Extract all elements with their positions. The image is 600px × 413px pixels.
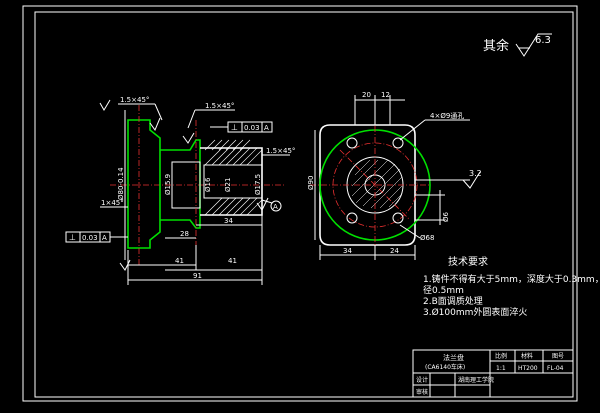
header-scale: 比例 [495, 352, 507, 360]
bolt-hole [392, 212, 404, 224]
title-block: 法兰盘 (CA6140车床) 比例 材料 图号 1:1 HT200 FL-04 … [412, 349, 574, 398]
dia-mid1-label: Ø15.9 [164, 174, 172, 195]
dia-right-label: Ø17.5 [254, 174, 262, 195]
bolt-hole [346, 137, 358, 149]
dim-41-right: 41 [228, 257, 237, 265]
dim-28: 28 [180, 230, 189, 238]
dia-left-label: Ø80-0.14 [117, 167, 125, 200]
holes-note: 4×Ø9通孔 [430, 111, 464, 120]
dim-41-left: 41 [175, 257, 184, 265]
left-section-view: 1.5×45° 1.5×45° 1.5×45° 1×45° ⊥ 0.03 A ⊥… [65, 96, 295, 285]
dia-90-label: Ø90 [307, 176, 315, 190]
material-value: HT200 [518, 365, 538, 372]
reviewer-label: 审核 [416, 388, 428, 396]
datum-a-label: A [273, 203, 278, 211]
bolt-hole [346, 212, 358, 224]
tol-top-datum: A [264, 124, 269, 132]
roughness-note: 其余 6.3 [483, 33, 552, 57]
header-material: 材料 [521, 352, 533, 360]
dim-34-right: 34 [343, 247, 352, 255]
header-drawing-no: 图号 [552, 353, 564, 360]
dim-20: 20 [362, 91, 371, 99]
dia-6-label: Ø6 [442, 211, 450, 222]
hub-hatch [351, 159, 403, 209]
requirement-3: 3.Ø100mm外圆表面淬火 [423, 306, 527, 318]
tol-bottom-symbol: ⊥ [69, 233, 76, 242]
part-name: 法兰盘 [443, 353, 464, 362]
roughness-mark-icon [119, 259, 131, 271]
datum-a-marker: A [261, 199, 282, 212]
roughness-mark-icon [99, 99, 111, 111]
chamfer-left: 1×45° [101, 199, 124, 207]
chamfer-top-left: 1.5×45° [120, 96, 149, 104]
school-label: 湖南理工学院 [458, 376, 494, 384]
technical-requirements: 技术要求 1.铸件不得有大于5mm，深度大于0.3mm， 径0.5mm 2.B面… [423, 255, 600, 318]
tol-top-value: 0.03 [244, 124, 260, 132]
roughness-value: 6.3 [535, 35, 551, 46]
perpendicularity-tolerance-bottom: ⊥ 0.03 A [65, 231, 128, 243]
requirement-1b: 径0.5mm [423, 284, 464, 296]
perpendicularity-tolerance-top: ⊥ 0.03 A [210, 121, 273, 133]
bolt-hole [392, 137, 404, 149]
roughness-symbol-icon [515, 33, 552, 57]
tol-bottom-value: 0.03 [82, 234, 98, 242]
chamfer-top-mid: 1.5×45° [205, 102, 234, 110]
roughness-mark-icon [149, 117, 161, 132]
dim-91: 91 [193, 272, 202, 280]
dim-12: 12 [381, 91, 390, 99]
tol-bottom-datum: A [102, 234, 107, 242]
requirements-title: 技术要求 [448, 255, 488, 268]
dia-mid3-label: Ø21 [224, 178, 232, 192]
roughness-mark-icon [256, 197, 269, 211]
roughness-right: 3.2 [469, 169, 482, 178]
dia-mid2-label: Ø16 [204, 177, 212, 192]
outer-border [22, 5, 578, 402]
requirement-1: 1.铸件不得有大于5mm，深度大于0.3mm， [423, 273, 600, 285]
right-end-view: 20 12 4×Ø9通孔 Ø90 Ø6 Ø68 34 24 3.2 [307, 91, 482, 260]
roughness-label: 其余 [483, 38, 509, 54]
hatch-lower [204, 197, 263, 216]
dim-24: 24 [390, 247, 399, 255]
requirement-2: 2.B面调质处理 [423, 295, 483, 307]
drawing-no-value: FL-04 [547, 365, 564, 372]
inner-border [34, 11, 574, 398]
tol-top-symbol: ⊥ [231, 123, 238, 132]
roughness-mark-icon [462, 171, 481, 189]
designer-label: 设计 [416, 376, 428, 384]
hatch-upper [204, 139, 263, 166]
dim-34-left: 34 [224, 217, 233, 225]
scale-value: 1:1 [496, 365, 506, 372]
roughness-mark-icon [182, 132, 195, 144]
chamfer-right: 1.5×45° [266, 147, 295, 155]
machine-name: (CA6140车床) [425, 363, 465, 371]
dia-68-label: Ø68 [420, 234, 434, 242]
